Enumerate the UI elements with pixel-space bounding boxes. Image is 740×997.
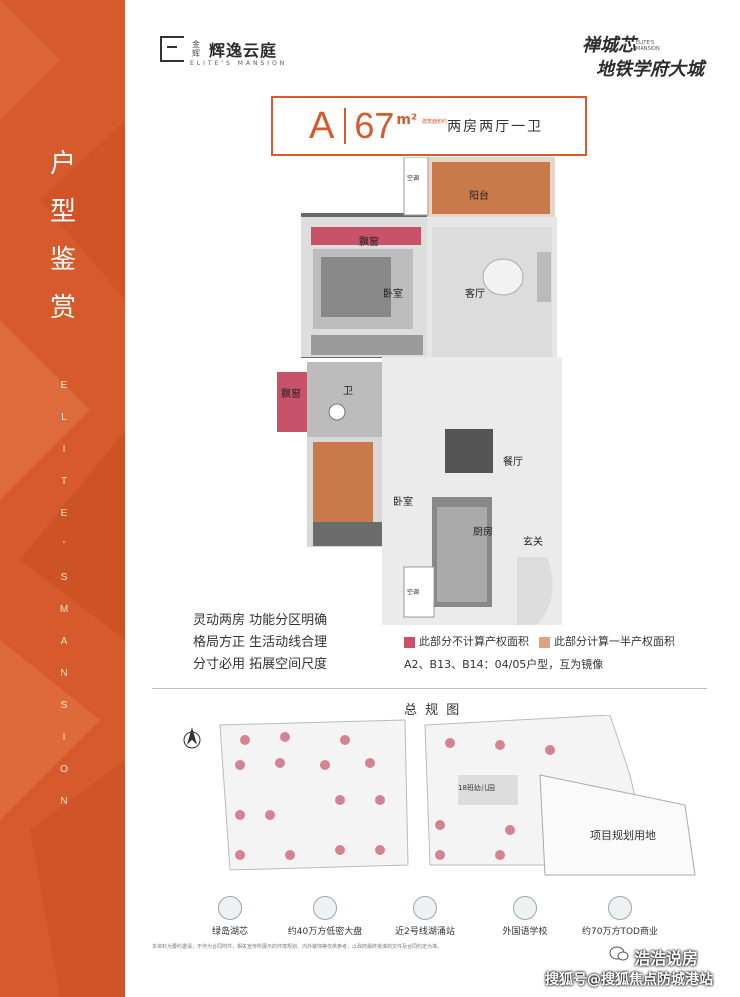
unit-area: 67 — [354, 105, 395, 146]
logo-name: 辉逸云庭 — [209, 41, 278, 60]
unit-type-box: A 建筑面积约 67 m² 两房两厅一卫 — [271, 96, 587, 156]
feature-item: 格局方正 生活动线合理 — [193, 635, 328, 650]
wechat-icon — [609, 946, 629, 961]
mirror-note: A2、B13、B14：04/05户型，互为镜像 — [404, 658, 604, 671]
feature-item: 灵动两房 功能分区明确 — [193, 613, 328, 628]
kindergarten-label: 18班幼儿园 — [458, 784, 495, 792]
amenity-item: 约40万方低密大盘 — [280, 896, 370, 937]
slogan-badge: ELITE'S MANSION — [636, 40, 660, 52]
area-note: 建筑面积约 — [422, 119, 448, 125]
room-balcony: 阳台 — [469, 191, 489, 202]
room-bay-window-top: 飘窗 — [359, 237, 379, 248]
unit-area-unit: m² — [396, 112, 418, 128]
legend-item-excluded: 此部分不计算产权面积 — [404, 633, 529, 649]
masterplan-map: 18班幼儿园 项目规划用地 — [180, 715, 700, 885]
sidebar-title-char: 型 — [49, 197, 76, 227]
unit-divider — [344, 108, 347, 144]
room-bedroom-2: 卧室 — [393, 497, 413, 508]
sidebar-title-char: 鉴 — [49, 245, 76, 275]
room-bay-window-left: 飘窗 — [281, 389, 301, 400]
sidebar-subtitle-char: N — [60, 668, 68, 679]
sidebar-subtitle-char: A — [60, 636, 68, 647]
masterplan-drawing — [183, 715, 696, 876]
sidebar-subtitle-char: S — [60, 572, 68, 583]
sidebar-subtitle-char: ' — [63, 540, 65, 551]
sidebar-subtitle-char: E — [60, 508, 68, 519]
logo-mark-icon — [160, 36, 184, 62]
brand-logo: 金辉 辉逸云庭 — [160, 36, 277, 62]
book-icon — [513, 896, 537, 920]
amenity-label: 近2号线湖涌站 — [395, 927, 455, 937]
slogan-line2: 地铁学府大城 — [596, 59, 704, 80]
slogan: 禅城芯 地铁学府大城 — [582, 34, 704, 82]
amenity-label: 绿岛湖芯 — [211, 927, 248, 937]
room-bedroom-1: 卧室 — [383, 289, 403, 300]
sidebar-subtitle-char: T — [60, 476, 68, 487]
room-ac-1: 空调 — [407, 175, 420, 182]
area-legend: 此部分不计算产权面积 此部分计算一半产权面积 — [404, 633, 675, 649]
sidebar-subtitle-char: I — [62, 444, 66, 455]
feature-item: 分寸必用 拓展空间尺度 — [193, 657, 328, 672]
watermark-source: 搜狐号@搜狐焦点防城港站 — [545, 972, 713, 988]
sidebar-title-char: 赏 — [49, 293, 76, 323]
room-ac-2: 空调 — [407, 589, 420, 596]
section-divider — [152, 688, 707, 689]
legend-label-half: 此部分计算一半产权面积 — [554, 635, 675, 648]
room-living: 客厅 — [465, 289, 485, 300]
masterplan-title: 总 规 图 — [404, 703, 462, 718]
lake-icon — [218, 896, 242, 920]
slogan-line1: 禅城芯 — [582, 35, 636, 56]
feature-list: 灵动两房 功能分区明确 格局方正 生活动线合理 分寸必用 拓展空间尺度 — [193, 610, 327, 676]
watermark-author: 浩浩说房 — [634, 949, 699, 968]
amenity-label: 约70万方TOD商业 — [582, 927, 658, 937]
unit-letter: A — [309, 104, 335, 147]
sidebar-banner: 户 型 鉴 赏 E L I T E ' S M A N S I O N — [0, 0, 125, 997]
building-icon — [313, 896, 337, 920]
shopping-icon — [608, 896, 632, 920]
legend-item-half: 此部分计算一半产权面积 — [539, 633, 675, 649]
room-entry: 玄关 — [523, 537, 543, 548]
logo-company: 金辉 — [192, 40, 200, 58]
amenity-label: 外国语学校 — [502, 927, 548, 937]
legend-swatch-excluded — [404, 636, 415, 648]
amenity-label: 约40万方低密大盘 — [287, 927, 363, 937]
amenity-item: 近2号线湖涌站 — [380, 896, 470, 937]
metro-icon — [413, 896, 437, 920]
legend-label-excluded: 此部分不计算产权面积 — [419, 635, 529, 648]
floor-plan-drawing — [277, 157, 562, 625]
planned-land-label: 项目规划用地 — [590, 829, 656, 842]
amenity-item: 绿岛湖芯 — [185, 896, 275, 937]
logo-english: ELITE'S MANSION — [190, 60, 288, 67]
disclaimer-text: 本资料为要约邀请，不作为合同附件，相关宣传所展示的环境规划、内外装饰等仅供参考，… — [152, 944, 443, 950]
amenity-item: 外国语学校 — [480, 896, 570, 937]
room-kitchen: 厨房 — [473, 527, 493, 538]
room-dining: 餐厅 — [503, 457, 523, 468]
room-bathroom: 卫 — [343, 386, 353, 397]
sidebar-subtitle-char: I — [62, 732, 66, 743]
sidebar-subtitle-char: O — [60, 764, 68, 775]
amenity-item: 约70万方TOD商业 — [575, 896, 665, 937]
sidebar-subtitle-char: N — [60, 796, 68, 807]
sidebar-subtitle-char: L — [61, 412, 67, 423]
sidebar-subtitle-char: M — [59, 604, 69, 615]
sidebar-subtitle: E L I T E ' S M A N S I O N — [58, 370, 70, 818]
sidebar-title: 户 型 鉴 赏 — [45, 140, 81, 332]
sidebar-title-char: 户 — [49, 149, 76, 179]
sidebar-pattern — [0, 0, 125, 997]
sidebar-subtitle-char: E — [60, 380, 68, 391]
unit-rooms: 两房两厅一卫 — [447, 119, 544, 135]
sidebar-subtitle-char: S — [60, 700, 68, 711]
legend-swatch-half — [539, 636, 550, 648]
floor-plan: 阳台 飘窗 卧室 客厅 飘窗 卫 餐厅 卧室 厨房 玄关 空调 空调 — [277, 157, 572, 625]
amenities-bar: 绿岛湖芯 约40万方低密大盘 近2号线湖涌站 外国语学校 约70万方TOD商业 — [185, 896, 705, 942]
